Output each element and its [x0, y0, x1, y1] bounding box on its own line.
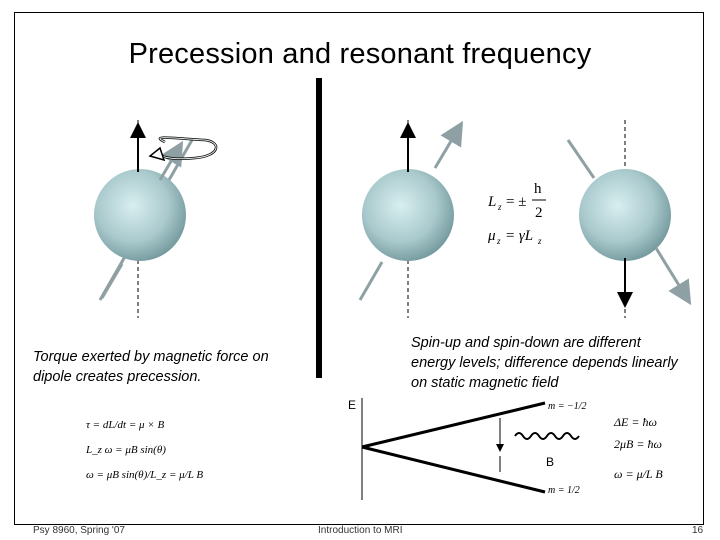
svg-text:m = 1/2: m = 1/2 — [548, 485, 580, 496]
axis-label-b: B — [546, 455, 555, 469]
spin-down — [566, 120, 692, 318]
mu-equation: μ z = γL z — [487, 228, 542, 246]
svg-text:z: z — [497, 202, 502, 212]
precessing-spin — [94, 120, 194, 318]
axis-label-e: E — [348, 398, 357, 412]
lz-equation: L z = ± h 2 — [487, 181, 546, 221]
svg-text:2: 2 — [535, 205, 543, 221]
rotation-arrow-icon — [148, 136, 218, 162]
svg-text:ΔE = ħω: ΔE = ħω — [613, 415, 657, 429]
svg-text:L: L — [487, 194, 496, 210]
svg-text:= ±: = ± — [506, 194, 526, 210]
svg-text:μ: μ — [487, 228, 496, 244]
svg-text:ω = μB sin(θ)/L_z = μ/L B: ω = μB sin(θ)/L_z = μ/L B — [86, 469, 203, 481]
slide-title: Precession and resonant frequency — [128, 38, 592, 70]
svg-text:z: z — [496, 236, 501, 246]
svg-text:= γL: = γL — [505, 228, 533, 244]
svg-text:τ = dL/dt = μ × B: τ = dL/dt = μ × B — [86, 419, 164, 431]
caption-precession: Torque exerted by magnetic force on dipo… — [33, 349, 269, 385]
svg-text:2μB = ħω: 2μB = ħω — [614, 437, 662, 451]
footer-title: Introduction to MRI — [318, 525, 403, 536]
footer-course: Psy 8960, Spring '07 — [33, 525, 125, 536]
svg-text:ω = μ/L B: ω = μ/L B — [614, 467, 663, 481]
svg-text:z: z — [537, 236, 542, 246]
vertical-divider — [316, 78, 322, 378]
torque-equations: τ = dL/dt = μ × B L_z ω = μB sin(θ) ω = … — [85, 419, 203, 481]
energy-diagram: m = −1/2 m = 1/2 ΔE = ħω 2μB = ħω ω = μ/… — [361, 398, 663, 500]
footer-page-number: 16 — [692, 525, 704, 536]
svg-text:h: h — [534, 181, 542, 197]
slide-frame — [14, 12, 704, 525]
svg-text:m = −1/2: m = −1/2 — [548, 401, 587, 412]
svg-text:L_z ω = μB sin(θ): L_z ω = μB sin(θ) — [85, 444, 166, 456]
caption-energy-levels: Spin-up and spin-down are different ener… — [411, 335, 678, 391]
spin-up — [358, 120, 464, 318]
